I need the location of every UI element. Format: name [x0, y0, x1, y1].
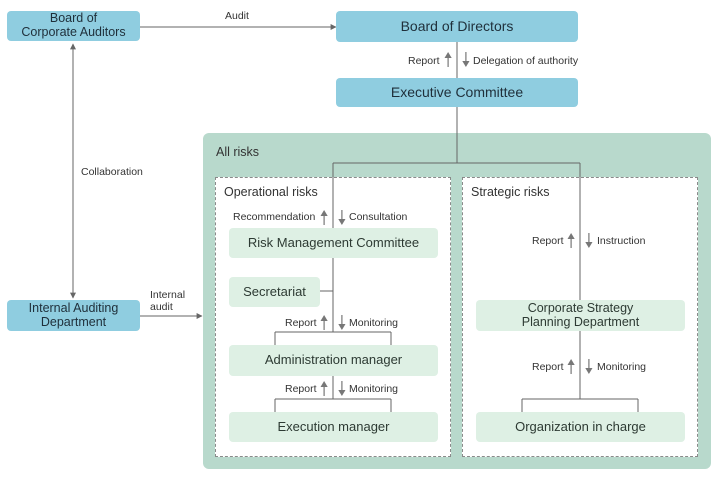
report-up-arrow-strat	[567, 233, 575, 248]
secretariat-node: Secretariat	[229, 277, 320, 307]
corporate-strategy-node: Corporate Strategy Planning Department	[476, 300, 685, 331]
report-label-org: Report	[532, 361, 564, 373]
report-up-arrow-top	[444, 52, 452, 67]
board-corporate-auditors-node: Board of Corporate Auditors	[7, 11, 140, 41]
instruction-label: Instruction	[597, 235, 646, 247]
report-up-arrow-admin	[320, 315, 328, 330]
monitoring-down-arrow-exec	[338, 381, 346, 396]
report-label-strat: Report	[532, 235, 564, 247]
administration-manager-node: Administration manager	[229, 345, 438, 376]
report-label-exec: Report	[285, 383, 317, 395]
monitoring-down-arrow-org	[585, 359, 593, 374]
report-label-admin: Report	[285, 317, 317, 329]
all-risks-title: All risks	[216, 145, 260, 159]
monitoring-down-arrow-admin	[338, 315, 346, 330]
internal-audit-label: Internal audit	[150, 289, 186, 314]
monitoring-label-org: Monitoring	[597, 361, 647, 373]
monitoring-label-admin: Monitoring	[349, 317, 399, 329]
internal-auditing-node: Internal Auditing Department	[7, 300, 140, 331]
organization-in-charge-node: Organization in charge	[476, 412, 685, 442]
strategic-risks-title: Strategic risks	[471, 185, 550, 199]
monitoring-label-exec: Monitoring	[349, 383, 399, 395]
instruction-down-arrow	[585, 233, 593, 248]
consultation-label: Consultation	[349, 211, 408, 223]
report-label-top: Report	[408, 55, 440, 67]
consultation-down-arrow	[338, 210, 346, 225]
collaboration-label: Collaboration	[81, 166, 143, 178]
audit-label: Audit	[225, 10, 249, 22]
execution-manager-node: Execution manager	[229, 412, 438, 442]
operational-risks-title: Operational risks	[224, 185, 318, 199]
risk-management-committee-node: Risk Management Committee	[229, 228, 438, 258]
report-up-arrow-exec	[320, 381, 328, 396]
recommendation-label: Recommendation	[233, 211, 316, 223]
recommendation-up-arrow	[320, 210, 328, 225]
delegation-label: Delegation of authority	[473, 55, 579, 67]
report-up-arrow-org	[567, 359, 575, 374]
delegation-down-arrow	[462, 52, 470, 67]
board-directors-node: Board of Directors	[336, 11, 578, 42]
executive-committee-node: Executive Committee	[336, 78, 578, 107]
